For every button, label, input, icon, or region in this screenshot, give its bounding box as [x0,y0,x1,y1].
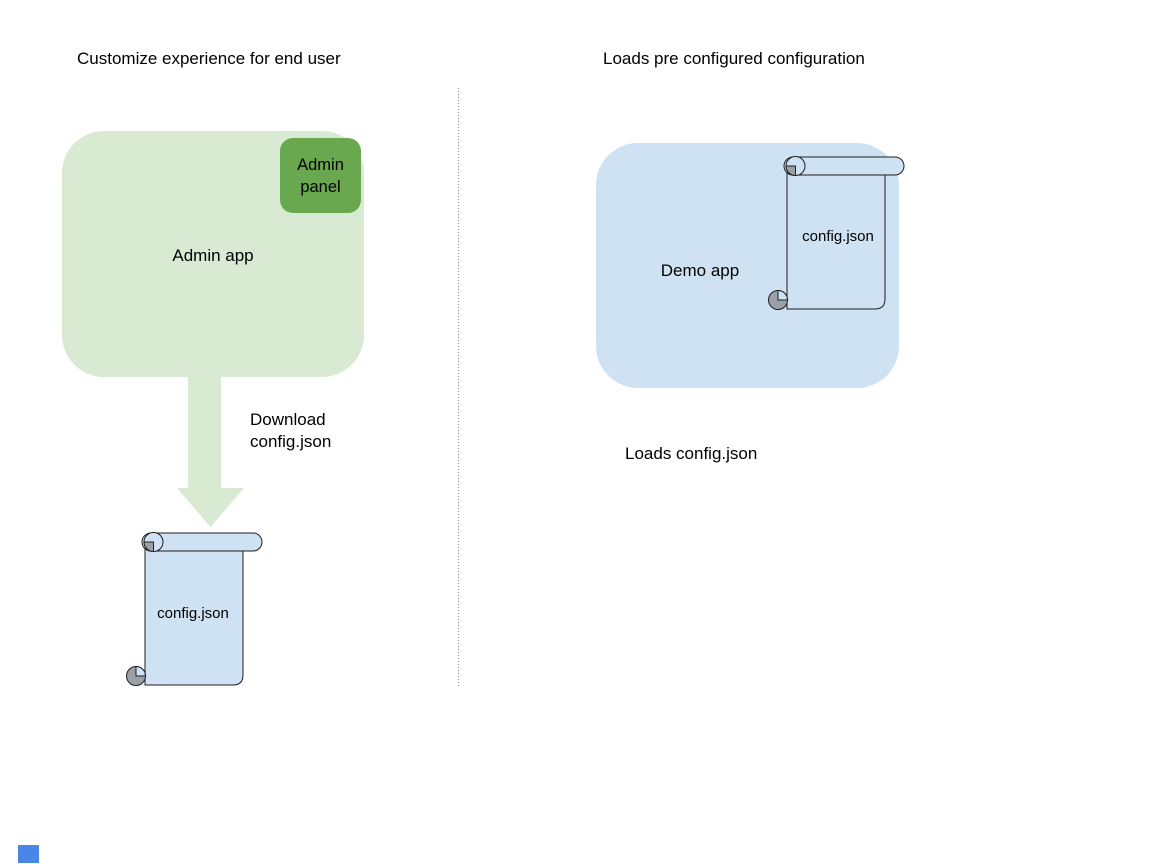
blue-corner-marker [18,845,39,863]
config-json-label-right: config.json [802,228,874,245]
config-json-label-left: config.json [157,605,229,622]
config-json-scroll-right [768,156,905,310]
right-section-title: Loads pre configured configuration [603,49,865,68]
download-arrow-icon [177,377,244,527]
demo-app-label: Demo app [660,261,740,280]
loads-config-caption: Loads config.json [625,444,758,463]
config-json-scroll-left [126,532,263,686]
admin-app-label: Admin app [172,246,254,265]
admin-panel-label: Admin panel [297,155,344,196]
section-divider [458,88,459,687]
download-arrow-caption: Download config.json [250,410,332,451]
admin-panel-box: Admin panel [280,138,361,213]
left-section-title: Customize experience for end user [77,49,341,68]
